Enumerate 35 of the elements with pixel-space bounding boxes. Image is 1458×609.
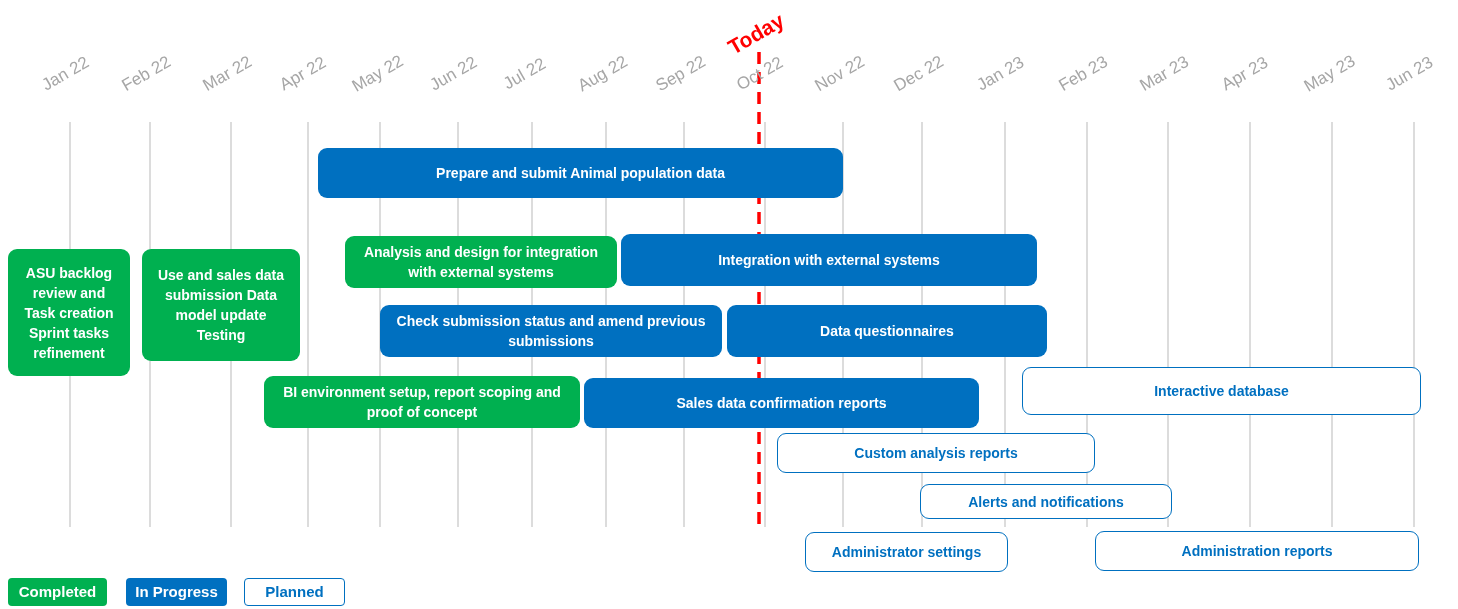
legend-swatch: In Progress [126,578,227,606]
month-label: Jan 22 [38,52,93,96]
month-label: Feb 22 [118,52,175,96]
month-label: Jun 23 [1382,52,1437,96]
task-bar: Check submission status and amend previous submissions [380,305,722,357]
legend-swatch: Completed [8,578,107,606]
task-bar: Data questionnaires [727,305,1047,357]
month-label: Feb 23 [1055,52,1112,96]
month-label: Apr 23 [1218,52,1272,96]
month-label: May 22 [348,51,407,97]
task-bar: Interactive database [1022,367,1421,415]
task-bar: Alerts and notifications [920,484,1172,519]
month-label: Mar 22 [199,52,256,96]
month-label: Oct 22 [733,52,787,96]
task-bar: BI environment setup, report scoping and proof of concept [264,376,580,428]
month-label: Nov 22 [811,51,869,97]
task-bar: Administrator settings [805,532,1008,572]
task-bar: ASU backlog review and Task creation Sprint tasks refinement [8,249,130,376]
task-bar: Sales data confirmation reports [584,378,979,428]
task-bar: Use and sales data submission Data model update Testing [142,249,300,361]
task-bar: Custom analysis reports [777,433,1095,473]
task-bar: Prepare and submit Animal population data [318,148,843,198]
month-label: Aug 22 [574,51,632,97]
month-label: Jul 22 [500,54,550,94]
month-label: Dec 22 [890,51,948,97]
month-label: Apr 22 [276,52,330,96]
task-bar: Integration with external systems [621,234,1037,286]
task-bar: Analysis and design for integration with external systems [345,236,617,288]
task-bar: Administration reports [1095,531,1419,571]
month-label: May 23 [1300,51,1359,97]
legend-swatch: Planned [244,578,345,606]
month-label: Sep 22 [652,51,710,97]
month-label: Mar 23 [1136,52,1193,96]
month-label: Jun 22 [426,52,481,96]
month-label: Jan 23 [973,52,1028,96]
